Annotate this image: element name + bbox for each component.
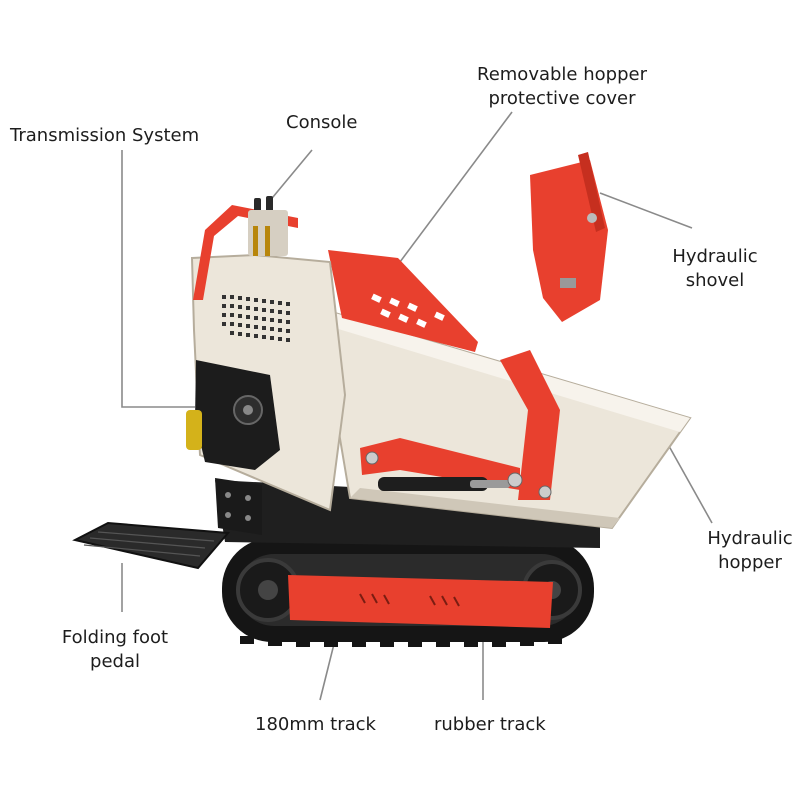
label-hopper-cover: Removable hopper protective cover [462, 63, 662, 111]
leader-shovel [599, 192, 693, 229]
leader-hopper-cover [384, 111, 513, 283]
label-hydraulic-hopper-line1: Hydraulic [707, 528, 793, 549]
label-hydraulic-shovel: Hydraulic shovel [655, 245, 775, 293]
label-folding-foot-pedal-line1: Folding foot [61, 627, 169, 648]
housing-vent [222, 295, 290, 342]
track-frame [288, 575, 553, 628]
frame-slots [359, 593, 460, 607]
label-hopper-cover-line1: Removable hopper [477, 64, 647, 85]
console [248, 196, 288, 256]
label-rubber-track: rubber track [434, 714, 546, 735]
leader-lines [121, 111, 713, 701]
foot-pedal [72, 521, 231, 570]
track-lugs [240, 636, 562, 647]
label-hydraulic-hopper: Hydraulic hopper [690, 527, 800, 575]
hopper-cover [328, 250, 478, 352]
label-console: Console [286, 112, 358, 133]
cover-vents [371, 293, 445, 328]
engine-switch [186, 410, 202, 450]
label-hopper-cover-line2: protective cover [488, 88, 636, 109]
shovel-arm [500, 350, 560, 500]
leader-console [267, 149, 313, 204]
label-folding-foot-pedal-line2: pedal [90, 651, 140, 672]
label-hydraulic-hopper-line2: hopper [718, 552, 782, 573]
mini-dumper-machine [72, 152, 692, 647]
handle-bar [193, 205, 298, 300]
label-hydraulic-shovel-line1: Hydraulic [672, 246, 758, 267]
label-hydraulic-shovel-line2: shovel [685, 270, 745, 291]
rear-plate [215, 478, 262, 535]
hydraulic-cylinder [378, 477, 488, 491]
label-transmission-system: Transmission System [10, 125, 200, 146]
shovel-blade [530, 160, 608, 322]
label-180mm-track: 180mm track [255, 714, 376, 735]
leader-transmission [121, 150, 195, 408]
label-folding-foot-pedal: Folding foot pedal [50, 626, 180, 674]
